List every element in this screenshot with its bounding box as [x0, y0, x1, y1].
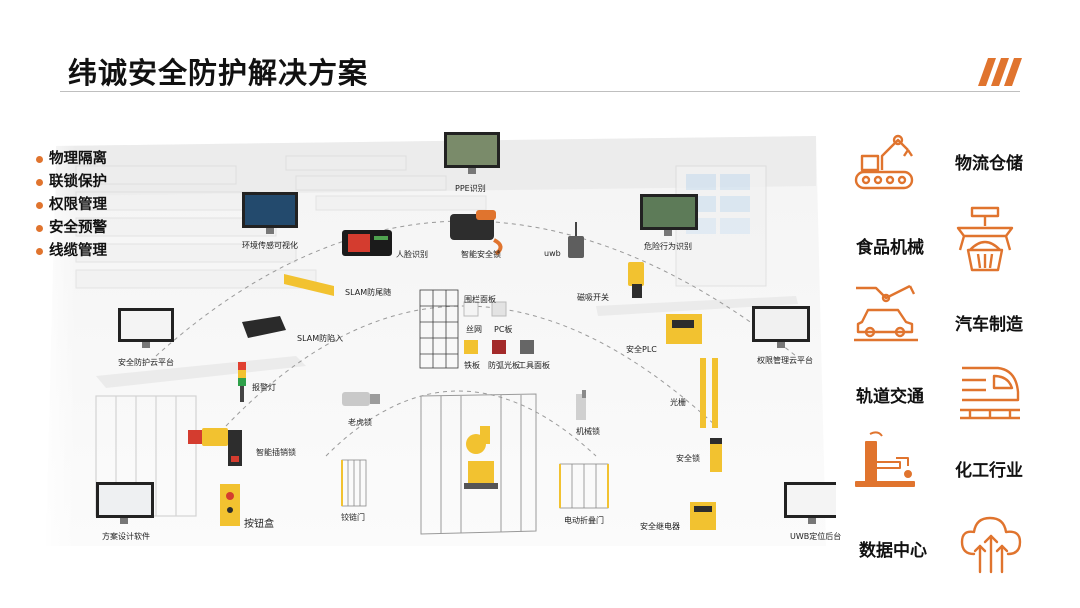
device-label-danger-behavior: 危险行为识别: [644, 242, 692, 251]
device-label-cloud-platform: 安全防护云平台: [118, 358, 174, 367]
device-label-mesh: 丝网: [466, 325, 482, 334]
device-label-slam-tail: SLAM防尾随: [345, 288, 392, 297]
device-label-design-software: 方案设计软件: [102, 532, 150, 541]
industry-label-automotive: 汽车制造: [955, 315, 1023, 335]
logistics-robot-arm-icon: [854, 134, 914, 190]
bullet-dot-icon: [36, 248, 43, 255]
device-label-hinge-door: 铰链门: [341, 513, 365, 522]
industry-label-data-center: 数据中心: [859, 541, 927, 561]
industry-label-food: 食品机械: [856, 238, 924, 258]
device-label-iron-board: 铁板: [464, 361, 480, 370]
device-label-smart-lock: 智能安全锁: [461, 250, 501, 259]
device-label-mech-lock: 机械锁: [576, 427, 600, 436]
device-label-tiger-lock: 老虎锁: [348, 418, 372, 427]
car-assembly-icon: [854, 284, 918, 342]
industry-label-logistics: 物流仓储: [955, 154, 1023, 174]
industry-label-rail: 轨道交通: [856, 387, 924, 407]
brand-slash-logo: [978, 58, 1022, 86]
chemical-plant-icon: [855, 431, 915, 487]
feature-item: 联锁保护: [36, 171, 107, 194]
page-title: 纬诚安全防护解决方案: [68, 56, 369, 90]
feature-item: 物理隔离: [36, 148, 107, 171]
feature-item: 安全预警: [36, 217, 107, 240]
feature-item: 线缆管理: [36, 240, 107, 263]
device-label-safety-lock: 安全锁: [676, 454, 700, 463]
device-label-uwb: uwb: [544, 249, 561, 258]
food-gripper-icon: [956, 206, 1014, 272]
device-label-button-box: 按钮盒: [244, 519, 274, 530]
device-label-alarm-light: 报警灯: [252, 383, 276, 392]
device-label-env-monitor: 环境传感可视化: [242, 241, 298, 250]
bullet-dot-icon: [36, 225, 43, 232]
device-label-smart-plug-lock: 智能插销锁: [256, 448, 296, 457]
device-label-permission-cloud: 权限管理云平台: [757, 356, 813, 365]
title-divider: [60, 91, 1020, 92]
high-speed-train-icon: [960, 366, 1020, 420]
device-label-pc-board: PC板: [494, 325, 513, 334]
factory-scene-illustration: [36, 126, 836, 558]
device-label-slam-anti: SLAM防陷入: [297, 334, 344, 343]
device-label-ppe: PPE识别: [455, 184, 486, 193]
device-label-safety-plc: 安全PLC: [626, 345, 657, 354]
cloud-upload-icon: [960, 516, 1022, 574]
device-label-arc-board: 防弧光板: [488, 361, 520, 370]
device-label-fence-panel: 围栏面板: [464, 295, 496, 304]
device-label-uwb-backend: UWB定位后台: [790, 532, 842, 541]
industry-label-chemical: 化工行业: [955, 461, 1023, 481]
device-label-face: 人脸识别: [396, 250, 428, 259]
bullet-dot-icon: [36, 179, 43, 186]
device-label-electric-fold-door: 电动折叠门: [564, 516, 604, 525]
device-label-tool-board: 工具面板: [518, 361, 550, 370]
feature-item: 权限管理: [36, 194, 107, 217]
feature-list: 物理隔离 联锁保护 权限管理 安全预警 线缆管理: [36, 148, 107, 263]
bullet-dot-icon: [36, 202, 43, 209]
device-label-light-curtain: 光栅: [670, 398, 686, 407]
device-label-magnetic-switch: 磁吸开关: [577, 293, 609, 302]
bullet-dot-icon: [36, 156, 43, 163]
device-label-safety-relay: 安全继电器: [640, 522, 680, 531]
